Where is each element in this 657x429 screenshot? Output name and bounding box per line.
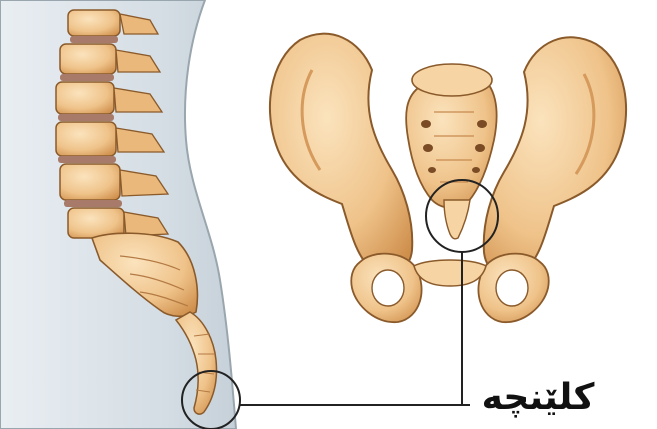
spine-side-view bbox=[0, 0, 240, 429]
pelvis-front-view bbox=[270, 34, 626, 322]
pubic-symphysis bbox=[414, 260, 486, 286]
coccyx-label: کلێنچە bbox=[478, 374, 598, 422]
l5-vertebra bbox=[412, 64, 492, 96]
left-iliac-wing bbox=[270, 34, 412, 275]
right-iliac-wing bbox=[484, 37, 626, 276]
coccyx-front bbox=[444, 200, 470, 239]
